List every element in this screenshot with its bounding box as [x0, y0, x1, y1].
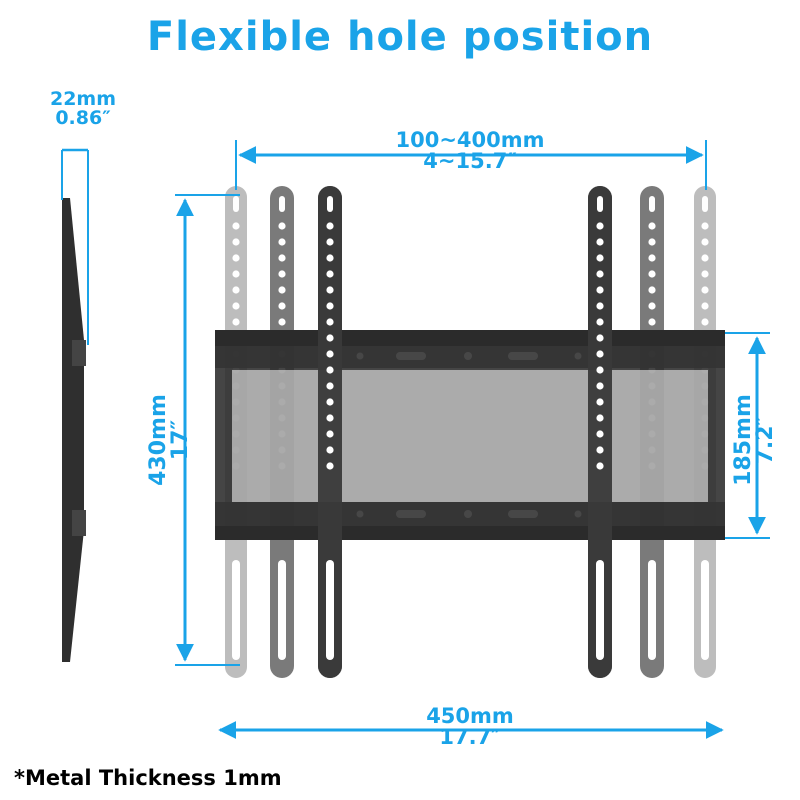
- page-title: Flexible hole position: [146, 14, 654, 60]
- arm-hole: [326, 222, 334, 230]
- arm-hole: [232, 270, 240, 278]
- arm-hole: [326, 254, 334, 262]
- side-profile-view: [61, 148, 89, 662]
- arm-hole: [596, 462, 604, 470]
- arm-hole: [232, 238, 240, 246]
- arm-hole: [326, 462, 334, 470]
- arm-hole: [278, 254, 286, 262]
- arm-hole: [278, 286, 286, 294]
- dim-depth-inch: 0.86″: [55, 107, 111, 129]
- arm-hole: [701, 318, 709, 326]
- dim-depth-mm: 22mm: [49, 88, 117, 110]
- arm-slot-top: [233, 196, 239, 212]
- arm-hole: [648, 318, 656, 326]
- arm-hole: [596, 350, 604, 358]
- arm-holes-front: [326, 196, 604, 660]
- arm-hole: [648, 222, 656, 230]
- arm-hole: [596, 270, 604, 278]
- arm-hole: [596, 446, 604, 454]
- arm-hole: [648, 286, 656, 294]
- arm-hole: [232, 302, 240, 310]
- arm-hole: [326, 238, 334, 246]
- arm-hole: [232, 286, 240, 294]
- arm-hole: [326, 334, 334, 342]
- arm-hole: [701, 254, 709, 262]
- dim-plate-height-inch: 7.2″: [753, 415, 778, 465]
- arm-slot-top: [597, 196, 603, 212]
- arm-hole: [326, 302, 334, 310]
- dim-plate-height-label: 185mm 7.2″: [731, 375, 778, 505]
- dim-arm-height-inch: 17″: [168, 419, 193, 461]
- arm-hole: [596, 398, 604, 406]
- arm-hole: [596, 334, 604, 342]
- dim-depth-label: 22mm 0.86″: [28, 90, 138, 128]
- arm-hole: [596, 286, 604, 294]
- arm-hole: [232, 254, 240, 262]
- arm-hole: [326, 414, 334, 422]
- arm-hole: [326, 430, 334, 438]
- dim-plate-height-line: [725, 332, 770, 539]
- metal-thickness-note: *Metal Thickness 1mm: [14, 766, 282, 790]
- dim-vesa-width-inch: 4~15.7″: [423, 149, 517, 173]
- arm-hole: [596, 254, 604, 262]
- arm-hole: [278, 238, 286, 246]
- dim-vesa-width-label: 100~400mm 4~15.7″: [360, 130, 580, 172]
- arm-hole: [596, 382, 604, 390]
- arm-hole: [596, 414, 604, 422]
- dim-total-width-mm: 450mm: [426, 704, 514, 728]
- arm-hole: [326, 270, 334, 278]
- arm-hole: [326, 318, 334, 326]
- arm-hole: [648, 254, 656, 262]
- arm-slot-bottom: [326, 560, 334, 660]
- arm-hole: [326, 286, 334, 294]
- arm-slot-top: [327, 196, 333, 212]
- arm-hole: [278, 302, 286, 310]
- arm-hole: [596, 238, 604, 246]
- arm-hole: [326, 350, 334, 358]
- arm-slot-bottom: [232, 560, 240, 660]
- dim-vesa-width-mm: 100~400mm: [395, 128, 545, 152]
- arm-hole: [648, 270, 656, 278]
- arm-hole: [596, 302, 604, 310]
- arm-hole: [596, 318, 604, 326]
- arm-hole: [648, 238, 656, 246]
- arm-hole: [648, 302, 656, 310]
- arm-hole: [278, 270, 286, 278]
- dim-arm-height-mm: 430mm: [146, 394, 171, 486]
- dim-vesa-width-line: [235, 140, 707, 190]
- arm-hole: [701, 286, 709, 294]
- arm-slot-bottom: [701, 560, 709, 660]
- arm-hole: [278, 222, 286, 230]
- arm-hole: [326, 366, 334, 374]
- arm-hole: [232, 222, 240, 230]
- arm-slot-top: [649, 196, 655, 212]
- dim-arm-height-line: [175, 194, 240, 666]
- arm-slot-bottom: [278, 560, 286, 660]
- arm-hole: [596, 222, 604, 230]
- arm-hole: [278, 318, 286, 326]
- dim-plate-height-mm: 185mm: [731, 394, 756, 486]
- arm-hole: [232, 318, 240, 326]
- arm-hole: [596, 366, 604, 374]
- arm-slot-bottom: [648, 560, 656, 660]
- wall-plate: [215, 330, 725, 540]
- arm-hole: [326, 446, 334, 454]
- arm-slot-bottom: [596, 560, 604, 660]
- arm-hole: [326, 382, 334, 390]
- dim-arm-height-label: 430mm 17″: [146, 370, 193, 510]
- arm-hole: [701, 302, 709, 310]
- arm-slot-top: [702, 196, 708, 212]
- arm-hole: [701, 270, 709, 278]
- dim-total-width-label: 450mm 17.7″: [380, 706, 560, 748]
- dim-total-width-inch: 17.7″: [439, 725, 501, 749]
- arm-slot-top: [279, 196, 285, 212]
- arm-hole: [701, 222, 709, 230]
- arm-hole: [326, 398, 334, 406]
- arm-hole: [596, 430, 604, 438]
- arm-hole: [701, 238, 709, 246]
